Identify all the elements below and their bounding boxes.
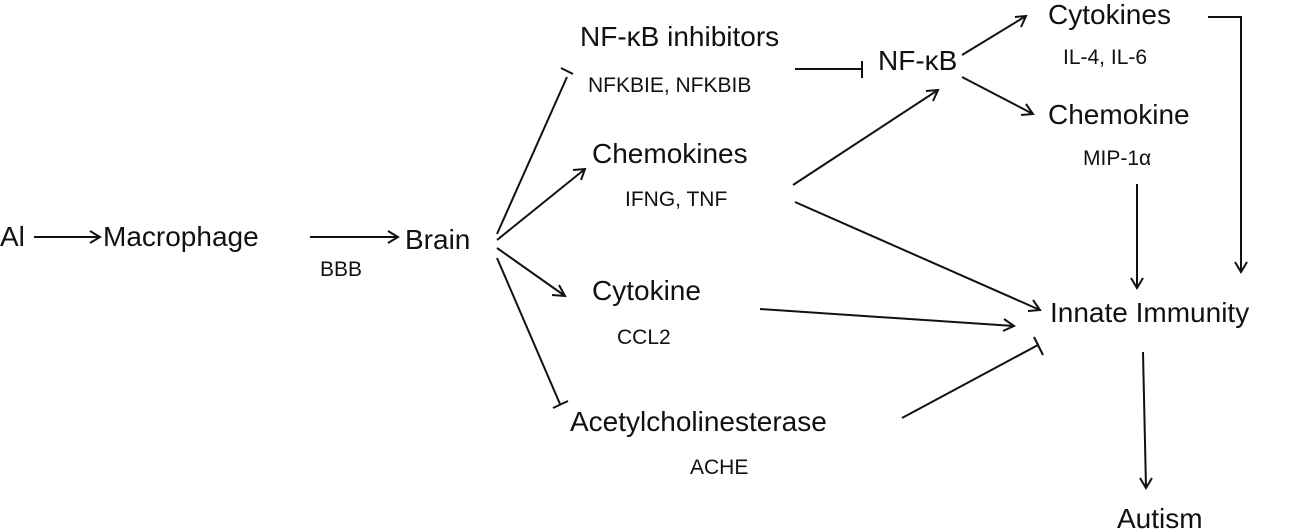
node-chemokine-title: Chemokine	[1048, 99, 1190, 130]
inhibit-brain-nfkb-inhibitors	[496, 76, 568, 235]
arrowhead-icon	[551, 284, 567, 298]
node-nfkb: NF-κB	[878, 45, 957, 76]
arrowhead-icon	[572, 167, 587, 181]
arrow-brain-cytokine	[496, 247, 566, 297]
arrowhead-icon	[925, 88, 940, 102]
node-autism: Autism	[1117, 503, 1203, 531]
arrowhead-icon	[1002, 318, 1017, 332]
node-chemokines-genes: IFNG, TNF	[625, 188, 727, 211]
node-chemokine-genes: MIP-1α	[1083, 147, 1151, 170]
inhibit-brain-ache	[496, 257, 561, 405]
arrowhead-icon	[1027, 299, 1042, 312]
node-innate-immunity: Innate Immunity	[1050, 297, 1249, 328]
inhibit-bar-icon	[552, 400, 569, 409]
arrowhead-icon	[1020, 103, 1035, 116]
node-al: Al	[0, 221, 25, 252]
arrow-nfkb-chemokine	[961, 76, 1034, 115]
label-bbb: BBB	[320, 258, 362, 281]
arrowhead-icon	[1130, 277, 1144, 290]
arrowhead-icon	[1139, 477, 1153, 490]
node-nfkb-inhibitors-title: NF-κB inhibitors	[580, 21, 779, 52]
arrowhead-icon	[89, 230, 102, 244]
node-brain: Brain	[405, 224, 470, 255]
node-chemokines-title: Chemokines	[592, 138, 748, 169]
node-cytokine-genes: CCL2	[617, 326, 671, 349]
arrow-innate-autism	[1142, 351, 1147, 489]
arrowhead-icon	[387, 230, 400, 244]
arrow-cytokine-innate	[759, 308, 1015, 327]
node-cytokine-title: Cytokine	[592, 275, 701, 306]
inhibit-ache-innate	[901, 344, 1039, 419]
inhibit-bar-icon	[560, 67, 574, 75]
arrow-chemokines-innate	[794, 201, 1041, 311]
node-cytokines-title: Cytokines	[1048, 0, 1171, 30]
arrow-chemokines-nfkb	[792, 89, 939, 186]
node-ache-genes: ACHE	[690, 456, 748, 479]
arrow-cytokines-innate	[1208, 16, 1242, 272]
arrow-brain-chemokines	[496, 168, 586, 241]
arrowhead-icon	[1234, 261, 1248, 274]
node-nfkb-inhibitors-genes: NFKBIE, NFKBIB	[588, 74, 751, 97]
edges	[34, 14, 1248, 490]
arrow-nfkb-cytokines	[961, 15, 1027, 56]
node-ache-title: Acetylcholinesterase	[570, 406, 827, 437]
arrowhead-icon	[1014, 14, 1028, 28]
node-cytokines-genes: IL-4, IL-6	[1063, 46, 1147, 69]
inhibit-bar-icon	[1033, 336, 1044, 356]
node-macrophage: Macrophage	[103, 221, 259, 252]
